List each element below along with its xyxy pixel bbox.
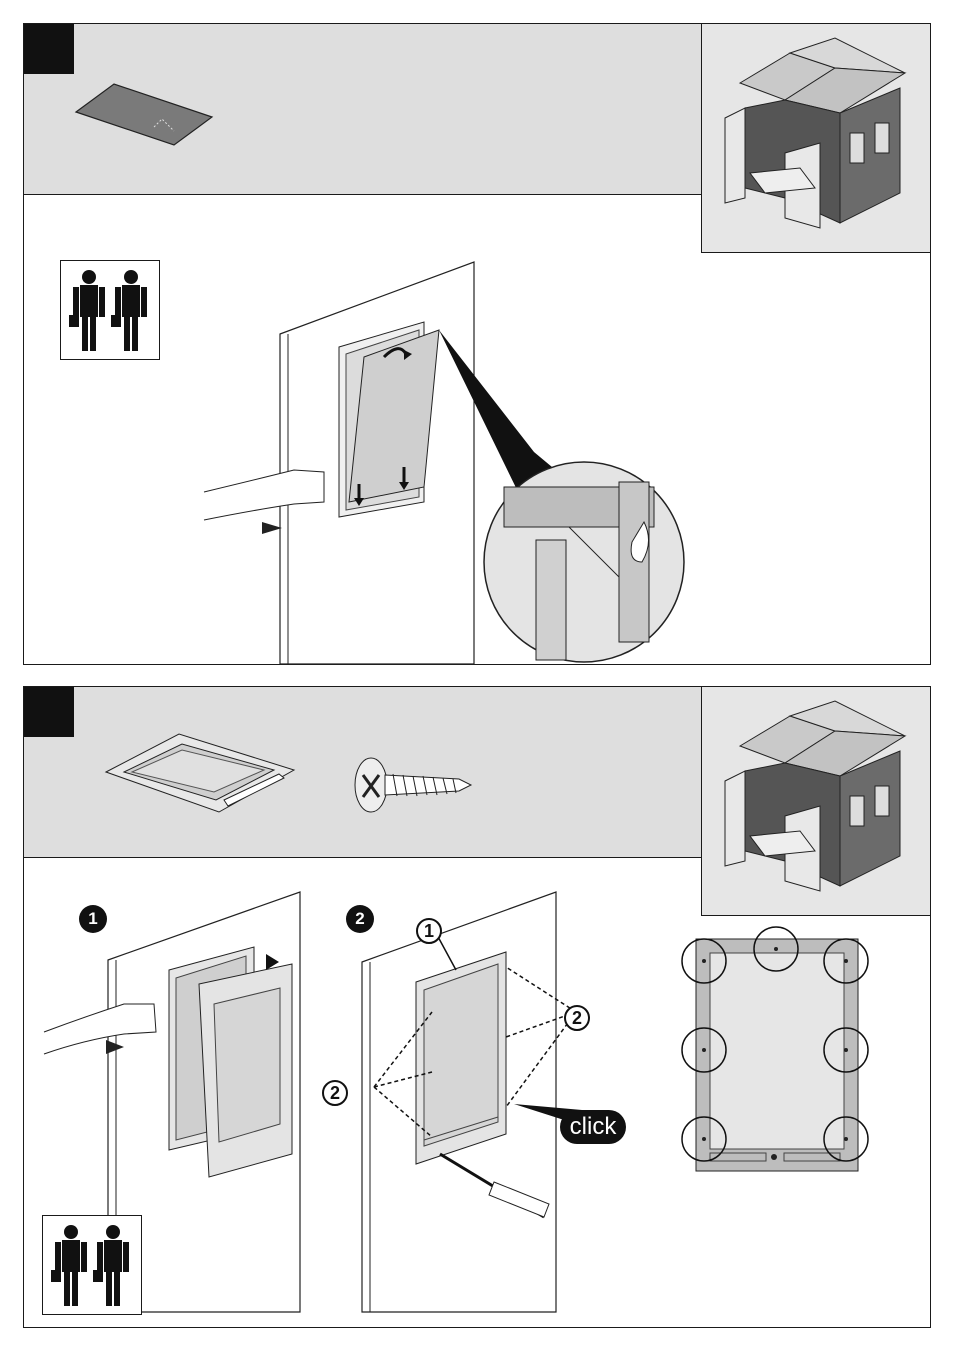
step-number-badge — [24, 24, 74, 74]
protective-sheet-part — [74, 79, 224, 149]
shed-overview-thumbnail — [701, 24, 930, 253]
worker-figures-icon — [51, 1220, 135, 1310]
part-marker-screw-left: 2 — [322, 1080, 348, 1106]
part-marker-screw-right: 2 — [564, 1005, 590, 1031]
shed-illustration — [720, 701, 915, 896]
click-callout-label: click — [560, 1110, 626, 1144]
worker-figures-icon — [69, 265, 153, 355]
screw-part — [349, 757, 474, 817]
parts-bar-step-1 — [24, 24, 705, 195]
parts-bar-step-2 — [24, 687, 705, 858]
window-frame-part — [104, 732, 299, 817]
two-person-icon — [60, 260, 160, 360]
substep-2-illustration — [344, 892, 724, 1312]
shed-illustration — [720, 38, 915, 233]
wall-panel-illustration — [274, 262, 734, 664]
shed-overview-thumbnail — [701, 687, 930, 916]
step-2-panel: 1 2 1 2 2 click — [23, 686, 931, 1328]
two-person-icon — [42, 1215, 142, 1315]
screw-positions-diagram — [674, 925, 874, 1175]
step-1-panel — [23, 23, 931, 665]
step-number-badge — [24, 687, 74, 737]
part-marker-frame: 1 — [416, 918, 442, 944]
